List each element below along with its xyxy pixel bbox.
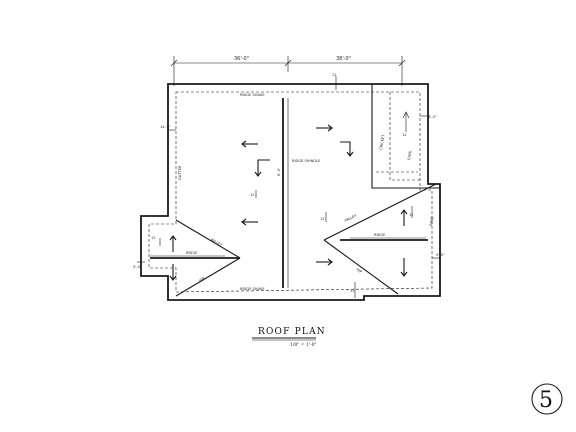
label-ridge-top: RIDGE SHAKE [240,93,265,97]
roof-outline [140,83,441,301]
label-rake-right: RAKE [429,215,435,226]
arrow-elbow-left [254,159,270,177]
arrow-right-1 [316,124,333,132]
central-ridge: RIDGE SHINGLE 6'-0" [277,98,321,288]
slope-left-wing: 12 [151,236,156,240]
label-eave-upper: EAVE [407,150,413,161]
dim-right-lower: 5'-0" [436,253,445,257]
label-hip-left: HIP [199,276,207,283]
slope-upper-right: 12 [402,133,407,137]
label-ridge-left-wing: RIDGE [186,251,198,255]
sheet-number: 5 [539,388,553,413]
drawing-title-block: ROOF PLAN 1/8" = 1'-0" [252,327,326,348]
label-valley-right: VALLEY [344,213,358,223]
label-ridge-center: RIDGE SHINGLE [292,159,321,163]
label-hip-right: HIP [355,268,363,275]
dim-left-side: 14'-0" [160,125,171,129]
label-valley-left: VALLEY [210,237,224,247]
drawing-title: ROOF PLAN [258,327,326,337]
slope-left-field: 12 [250,193,255,197]
riser-note: 12 [332,73,337,77]
riser-note-bottom: 12 [350,289,355,293]
top-dimension-line: 36'-0" 38'-0" [170,56,406,86]
arrow-right-2 [316,258,333,266]
drawing-scale: 1/8" = 1'-0" [290,342,317,348]
slope-arrows: 12 12 [169,124,408,298]
arrow-left-1 [241,140,258,148]
arrow-up-right-wing [400,209,408,226]
arrow-up-left-wing [169,235,177,252]
upper-right-bay: CRICKET EAVE 12 3'-0" [371,84,440,189]
dim-right-span: 38'-0" [336,56,351,62]
sheet-number-badge: 5 [531,383,563,415]
arrow-down-left-wing [169,264,177,281]
right-hip-wing: VALLEY HIP RIDGE RAKE 12 5'-0" [323,183,445,295]
arrow-left-2 [241,218,258,226]
label-ridge-bottom: RIDGE SHAKE [240,287,265,291]
left-side-dimension: 14'-0" [160,125,176,131]
arrow-down-right-wing [400,258,408,277]
slope-right-wing: 12 [409,213,414,217]
left-hip-wing: VALLEY HIP RIDGE 12 3'-0" [133,219,241,297]
label-gutter-left: GUTTER [178,165,182,180]
top-riser-mark: 12 [332,73,337,90]
dim-right-upper: 3'-0" [428,115,437,119]
ridge-length-note: 6'-0" [277,167,281,176]
dim-left-wing: 3'-0" [133,265,142,269]
label-cricket: CRICKET [379,134,386,151]
arrow-elbow-right [340,141,354,157]
label-ridge-right-wing: RIDGE [374,233,386,237]
slope-right-field: 12 [320,217,325,221]
dim-left-span: 36'-0" [234,56,249,62]
